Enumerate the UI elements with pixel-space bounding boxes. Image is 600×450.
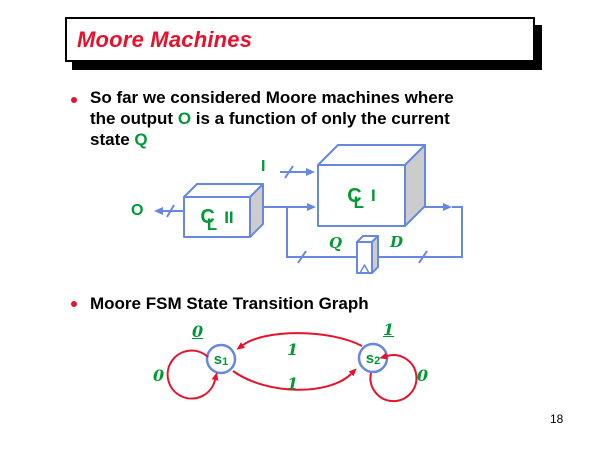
cl2-suffix: II [224, 207, 234, 227]
bullet-1-line-3: state Q [90, 129, 454, 150]
title-box: Moore Machines [65, 17, 535, 62]
page-number: 18 [550, 412, 564, 426]
cl1-letter-c: C [347, 184, 362, 207]
cl2-box [183, 183, 264, 238]
bullet-1-text: the output [90, 109, 178, 128]
s2-loop-label: 0 [417, 366, 429, 385]
ff-q-label: Q [329, 234, 343, 252]
cl2-letter-c: C [200, 206, 215, 228]
edge-s1-to-s2 [232, 368, 357, 391]
bullet-dot [71, 97, 77, 103]
state-s2-base: s [365, 349, 375, 367]
logic-wires [154, 165, 463, 264]
wire-feedback [286, 206, 463, 258]
s1-output-label: 0 [192, 322, 204, 341]
signal-q-ref: Q [134, 130, 148, 149]
flipflop-front-face [356, 241, 373, 274]
ff-d-label: D [390, 233, 404, 251]
state-s1-circle [205, 343, 237, 375]
state-s1-sub: 1 [222, 355, 229, 368]
page-title: Moore Machines [77, 26, 253, 52]
cl1-front-face [317, 164, 406, 227]
cl2-front-face [183, 196, 251, 238]
bullet-1-line-2: the output O is a function of only the c… [90, 108, 454, 129]
flipflop [356, 235, 379, 274]
output-o-label: O [131, 202, 144, 219]
cl1-suffix: I [371, 186, 376, 205]
bus-slash-d [418, 250, 428, 264]
cl1-letter-l: L [353, 193, 365, 212]
edge-s1-s2-label: 1 [287, 374, 299, 393]
bullet-dot [71, 301, 77, 307]
input-i-label: I [261, 158, 266, 175]
bullet-1: So far we considered Moore machines wher… [90, 87, 454, 150]
bus-slash-q [297, 250, 307, 264]
cl2-letter-l: L [206, 214, 218, 234]
bullet-1-line-1: So far we considered Moore machines wher… [90, 87, 454, 108]
bullet-1-text: So far we considered Moore machines wher… [90, 88, 454, 107]
signal-o-ref: O [177, 109, 192, 128]
state-s1-base: s [213, 350, 223, 368]
bus-slash-o [166, 204, 175, 218]
fsm-graph [166, 332, 418, 403]
clock-triangle-icon [359, 264, 370, 274]
state-s2-sub: 2 [374, 354, 381, 367]
bullet-2: Moore FSM State Transition Graph [90, 293, 369, 314]
bullet-2-text: Moore FSM State Transition Graph [90, 294, 369, 313]
self-loop-s2 [369, 352, 418, 403]
bullet-1-text: is a function of only the current [191, 109, 450, 128]
bus-slash-i [284, 165, 294, 179]
s1-loop-label: 0 [153, 366, 165, 385]
edge-s2-s1-label: 1 [287, 340, 299, 359]
self-loop-s1 [166, 349, 219, 400]
bullet-1-text: state [90, 130, 135, 149]
cl1-box [317, 144, 426, 227]
edge-s2-to-s1 [236, 332, 363, 350]
s2-output-label: 1 [383, 320, 395, 339]
